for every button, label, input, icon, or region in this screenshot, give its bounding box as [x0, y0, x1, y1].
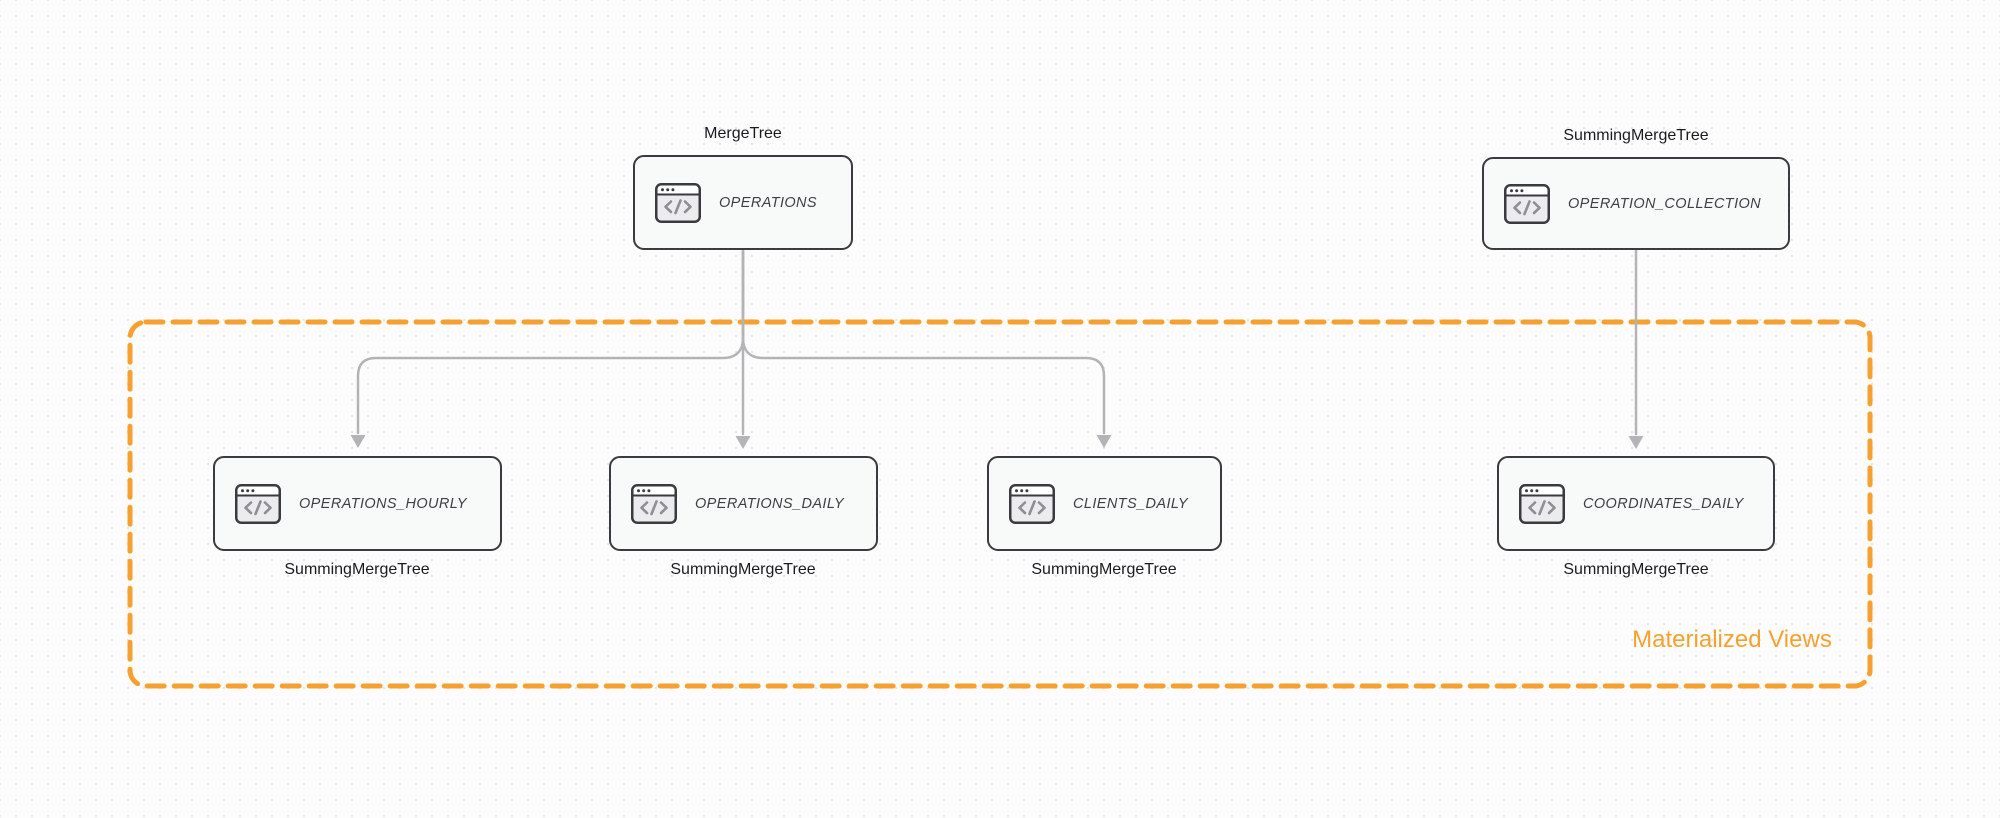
node-title: OPERATIONS_HOURLY — [299, 495, 467, 512]
node-operations-daily[interactable]: OPERATIONS_DAILY — [609, 456, 878, 551]
edge-operation-collection-to-coordinates-daily — [1628, 249, 1644, 449]
edge-operations-to-operations-daily — [735, 249, 751, 449]
materialized-views-group-label: Materialized Views — [1632, 626, 1832, 653]
edge-operations-to-clients-daily — [741, 249, 1112, 448]
node-operations[interactable]: OPERATIONS — [633, 155, 853, 250]
node-title: OPERATIONS_DAILY — [695, 495, 845, 512]
arrowhead-icon — [350, 435, 366, 448]
node-coordinates-daily[interactable]: COORDINATES_DAILY — [1497, 456, 1775, 551]
engine-label-coordinates-daily: SummingMergeTree — [1563, 561, 1709, 578]
arrowhead-icon — [735, 436, 751, 449]
engine-label-operation-collection: SummingMergeTree — [1563, 127, 1709, 144]
node-clients-daily[interactable]: CLIENTS_DAILY — [987, 456, 1222, 551]
code-window-icon — [631, 483, 677, 524]
node-title: COORDINATES_DAILY — [1583, 495, 1744, 512]
code-window-icon — [655, 182, 701, 223]
node-operation-collection[interactable]: OPERATION_COLLECTION — [1482, 157, 1790, 250]
engine-label-clients-daily: SummingMergeTree — [1031, 561, 1177, 578]
node-operations-hourly[interactable]: OPERATIONS_HOURLY — [213, 456, 502, 551]
edge-operations-to-operations-hourly — [350, 249, 745, 448]
code-window-icon — [1504, 183, 1550, 224]
arrowhead-icon — [1628, 436, 1644, 449]
code-window-icon — [1009, 483, 1055, 524]
node-title: OPERATIONS — [719, 194, 817, 211]
code-window-icon — [1519, 483, 1565, 524]
engine-label-operations-hourly: SummingMergeTree — [284, 561, 430, 578]
node-title: CLIENTS_DAILY — [1073, 495, 1189, 512]
arrowhead-icon — [1096, 435, 1112, 448]
engine-label-operations: MergeTree — [704, 125, 782, 142]
engine-label-operations-daily: SummingMergeTree — [670, 561, 816, 578]
node-title: OPERATION_COLLECTION — [1568, 195, 1762, 212]
code-window-icon — [235, 483, 281, 524]
